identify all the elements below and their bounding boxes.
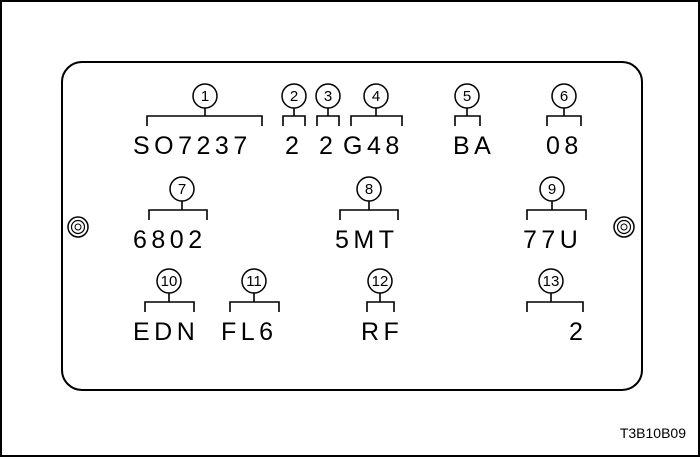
field-code: G48: [343, 132, 404, 160]
field-number: 10: [161, 273, 178, 290]
field-number: 1: [201, 88, 209, 105]
figure-reference-id: T3B10B09: [620, 425, 686, 441]
field-6: 6 08: [546, 83, 583, 160]
field-code: RF: [361, 318, 403, 346]
field-12: 12 RF: [361, 268, 403, 346]
field-number: 12: [372, 273, 389, 290]
rivet-right: [613, 216, 635, 238]
field-number: 11: [246, 273, 262, 290]
field-5: 5 BA: [453, 83, 495, 160]
field-8: 8 5MT: [335, 176, 399, 254]
field-3: 3 2: [315, 83, 341, 160]
field-10: 10 EDN: [133, 268, 199, 346]
field-code: 5MT: [335, 226, 399, 254]
field-number: 8: [365, 181, 373, 198]
field-4: 4 G48: [343, 83, 404, 160]
field-code: 2: [569, 318, 587, 346]
field-7: 7 6802: [133, 176, 208, 254]
field-code: SO7237: [133, 132, 252, 160]
field-code: FL6: [221, 318, 278, 346]
field-number: 2: [290, 88, 298, 105]
field-code: 2: [319, 132, 337, 160]
field-2: 2 2: [281, 83, 307, 160]
field-code: 77U: [523, 226, 582, 254]
field-code: 2: [285, 132, 303, 160]
field-11: 11 FL6: [221, 268, 280, 346]
field-1: 1 SO7237: [133, 83, 263, 160]
field-number: 4: [372, 88, 380, 105]
field-code: EDN: [133, 318, 199, 346]
field-number: 6: [560, 88, 568, 105]
id-plate: [61, 61, 643, 391]
field-number: 3: [324, 88, 332, 105]
field-number: 5: [463, 88, 471, 105]
field-number: 9: [548, 181, 556, 198]
field-9: 9 77U: [523, 176, 587, 254]
field-13: 13 2: [526, 268, 587, 346]
field-code: 08: [546, 132, 583, 160]
rivet-left: [67, 216, 89, 238]
field-number: 7: [178, 181, 186, 198]
field-number: 13: [543, 273, 560, 290]
field-code: BA: [453, 132, 495, 160]
field-code: 6802: [133, 226, 207, 254]
